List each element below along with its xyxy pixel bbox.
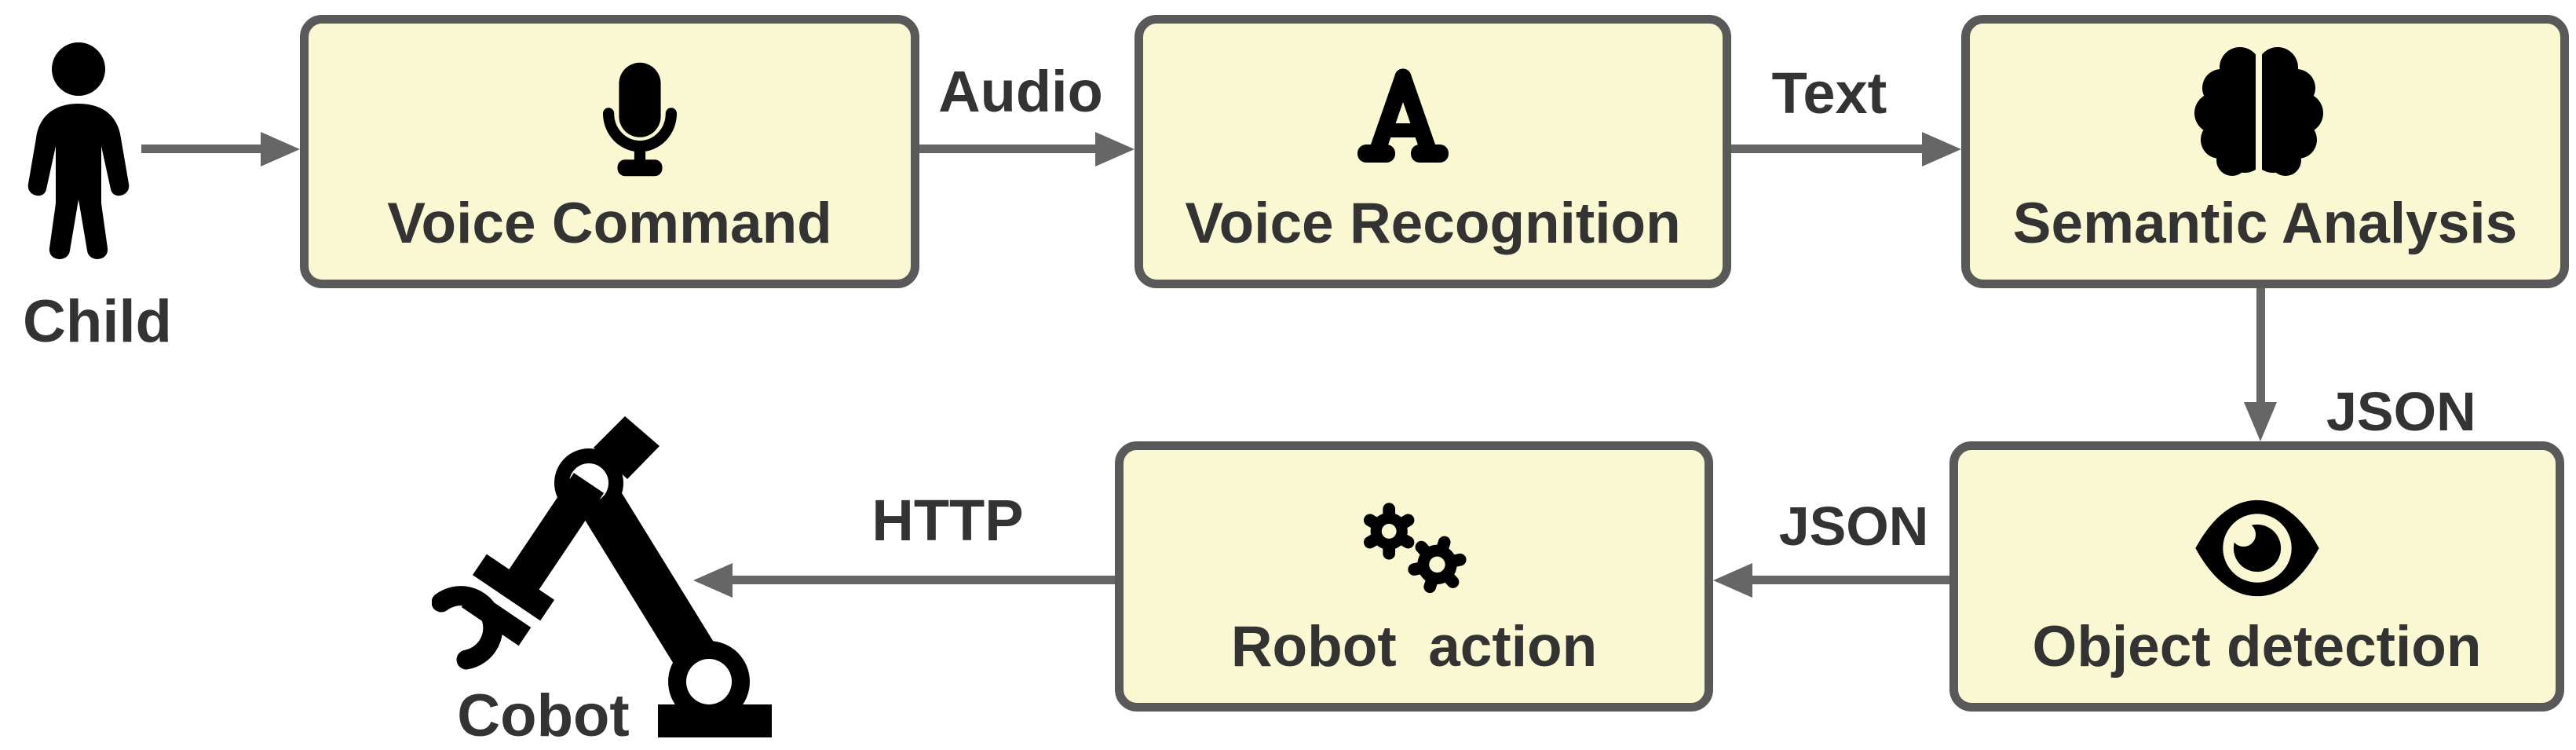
edge-label-text: Text xyxy=(1771,60,1887,126)
edge-http-line xyxy=(731,576,1115,584)
edge-label-json-down: JSON xyxy=(2326,381,2476,442)
node-voice-command: Voice Command xyxy=(300,15,919,288)
edge-text-arrowhead-icon xyxy=(1922,132,1961,166)
voice-command-label: Voice Command xyxy=(387,192,832,255)
voice-recognition-label: Voice Recognition xyxy=(1185,192,1681,255)
edge-label-json-left: JSON xyxy=(1778,496,1929,557)
child-label: Child xyxy=(23,288,172,355)
edge-label-audio: Audio xyxy=(938,59,1103,124)
node-semantic-analysis: Semantic Analysis xyxy=(1961,15,2569,288)
robot-action-label: Robot action xyxy=(1230,615,1598,679)
edge-child-to-voice-command-line xyxy=(141,145,264,153)
robot-arm-icon xyxy=(432,416,781,740)
child-icon xyxy=(10,41,145,264)
microphone-icon xyxy=(598,60,681,179)
edge-json-left-arrowhead-icon xyxy=(1713,563,1752,598)
edge-http-arrowhead-icon xyxy=(693,563,733,598)
edge-label-http: HTTP xyxy=(871,488,1024,553)
edge-json-left-line xyxy=(1751,576,1949,584)
brain-icon xyxy=(2194,46,2323,176)
node-robot-action: Robot action xyxy=(1115,441,1713,712)
edge-text-line xyxy=(1731,145,1924,153)
gears-icon xyxy=(1351,500,1478,599)
node-object-detection: Object detection xyxy=(1949,441,2564,712)
edge-child-to-voice-command-arrowhead-icon xyxy=(261,132,300,166)
letter-a-icon xyxy=(1353,66,1453,168)
object-detection-label: Object detection xyxy=(2032,615,2482,679)
node-voice-recognition: Voice Recognition xyxy=(1135,15,1731,288)
eye-icon xyxy=(2192,496,2322,601)
edge-json-down-arrowhead-icon xyxy=(2244,402,2277,441)
edge-json-down-line xyxy=(2256,288,2265,404)
semantic-analysis-label: Semantic Analysis xyxy=(2012,192,2518,255)
cobot-label: Cobot xyxy=(457,682,630,749)
edge-audio-line xyxy=(919,145,1097,153)
edge-audio-arrowhead-icon xyxy=(1095,132,1135,166)
